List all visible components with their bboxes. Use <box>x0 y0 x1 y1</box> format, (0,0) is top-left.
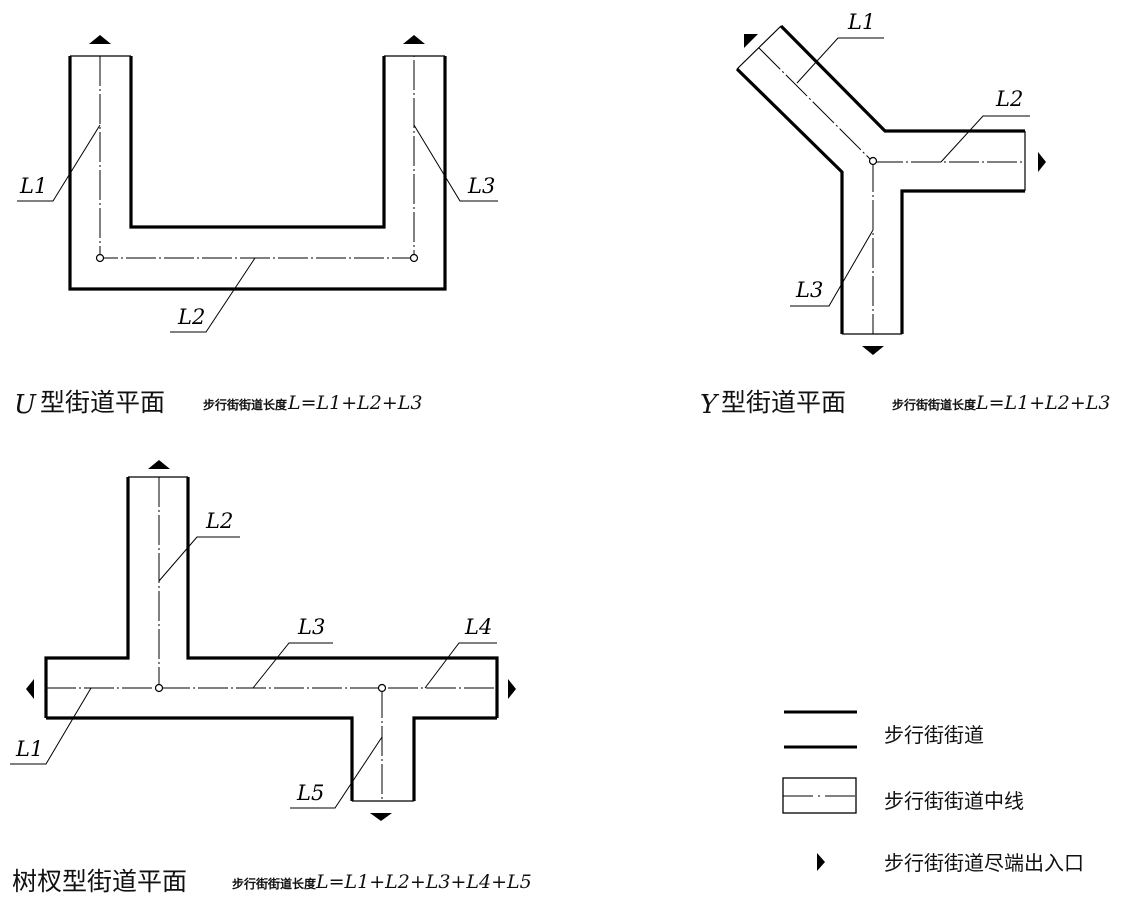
y-leader-l2 <box>940 115 1030 163</box>
branch-node-1 <box>154 683 164 693</box>
u-node-left <box>95 253 105 263</box>
branch-node-2 <box>377 683 387 693</box>
y-street-diagram: L1 L2 L3 Y 型街道平面 步行街街道长度 L=L1+L2+L3 <box>700 10 1111 420</box>
u-exit-arrow-left-icon <box>89 35 111 44</box>
u-length-label: 步行街街道长度 <box>203 397 288 412</box>
u-street-outline <box>68 56 447 291</box>
branch-leader-l1 <box>10 687 92 765</box>
u-node-right <box>409 253 419 263</box>
branch-label-l2: L2 <box>205 509 233 533</box>
y-title-prefix: Y <box>700 390 720 420</box>
y-label-l3: L3 <box>795 278 823 302</box>
u-label-l1: L1 <box>19 174 47 198</box>
legend-item-entrance: 步行街街道尽端出入口 <box>817 851 1084 875</box>
u-leader-l1 <box>17 124 101 202</box>
branch-leader-l3 <box>252 642 333 689</box>
branch-label-l4: L4 <box>464 615 492 639</box>
branch-label-l1: L1 <box>15 737 43 761</box>
u-label-l2: L2 <box>177 305 205 329</box>
y-label-l1: L1 <box>847 10 875 34</box>
y-exit-arrow-east-icon <box>1038 152 1046 172</box>
branch-label-l3: L3 <box>297 615 325 639</box>
y-formula: L=L1+L2+L3 <box>975 392 1111 414</box>
u-exit-arrow-right-icon <box>403 35 425 44</box>
u-title: 型街道平面 <box>40 388 165 417</box>
y-street-outline <box>735 24 1025 334</box>
y-label-l2: L2 <box>995 87 1023 111</box>
branch-length-label: 步行街街道长度 <box>232 876 317 891</box>
branch-exit-arrow-south-icon <box>370 813 392 821</box>
y-exit-arrow-nw-icon <box>744 34 758 48</box>
u-street-diagram: L1 L3 L2 U 型街道平面 步行街街道长度 L=L1+L2+L3 <box>14 35 498 420</box>
y-exit-arrow-south-icon <box>862 346 884 355</box>
legend-label-centerline: 步行街街道中线 <box>884 789 1024 813</box>
y-centerline-l1 <box>758 47 874 163</box>
branch-street-outline <box>44 477 499 801</box>
y-node-center <box>868 156 878 166</box>
branch-formula: L=L1+L2+L3+L4+L5 <box>315 871 532 893</box>
branch-street-diagram: L1 L2 L3 L4 L5 树杈型街道平面 步行街街道长度 L=L1+L2+L… <box>10 460 532 896</box>
branch-leader-l2 <box>158 536 240 582</box>
legend-label-street: 步行街街道 <box>884 723 984 747</box>
u-centerline <box>99 56 415 259</box>
legend-entrance-arrow-icon <box>817 853 825 871</box>
legend-item-street: 步行街街道 <box>784 710 984 749</box>
legend-label-entrance: 步行街街道尽端出入口 <box>884 851 1084 875</box>
y-leader-l3 <box>790 229 874 307</box>
u-leader-l2 <box>170 257 256 333</box>
legend-item-centerline: 步行街街道中线 <box>782 777 1024 814</box>
branch-label-l5: L5 <box>296 781 324 805</box>
branch-title: 树杈型街道平面 <box>12 867 187 896</box>
y-leader-l1 <box>796 37 884 84</box>
y-title: 型街道平面 <box>721 388 846 417</box>
u-leader-l3 <box>413 124 498 202</box>
branch-exit-arrow-east-icon <box>508 679 516 699</box>
branch-exit-arrow-west-icon <box>26 679 34 699</box>
y-entrance-nw-edge <box>736 25 782 70</box>
branch-leader-l4 <box>424 642 497 689</box>
y-length-label: 步行街街道长度 <box>892 397 977 412</box>
u-label-l3: L3 <box>467 174 495 198</box>
u-title-prefix: U <box>14 390 37 420</box>
branch-leader-l5 <box>290 736 383 809</box>
branch-exit-arrow-north-icon <box>148 460 170 469</box>
legend: 步行街街道 步行街街道中线 步行街街道尽端出入口 <box>782 710 1084 875</box>
u-formula: L=L1+L2+L3 <box>287 392 423 414</box>
